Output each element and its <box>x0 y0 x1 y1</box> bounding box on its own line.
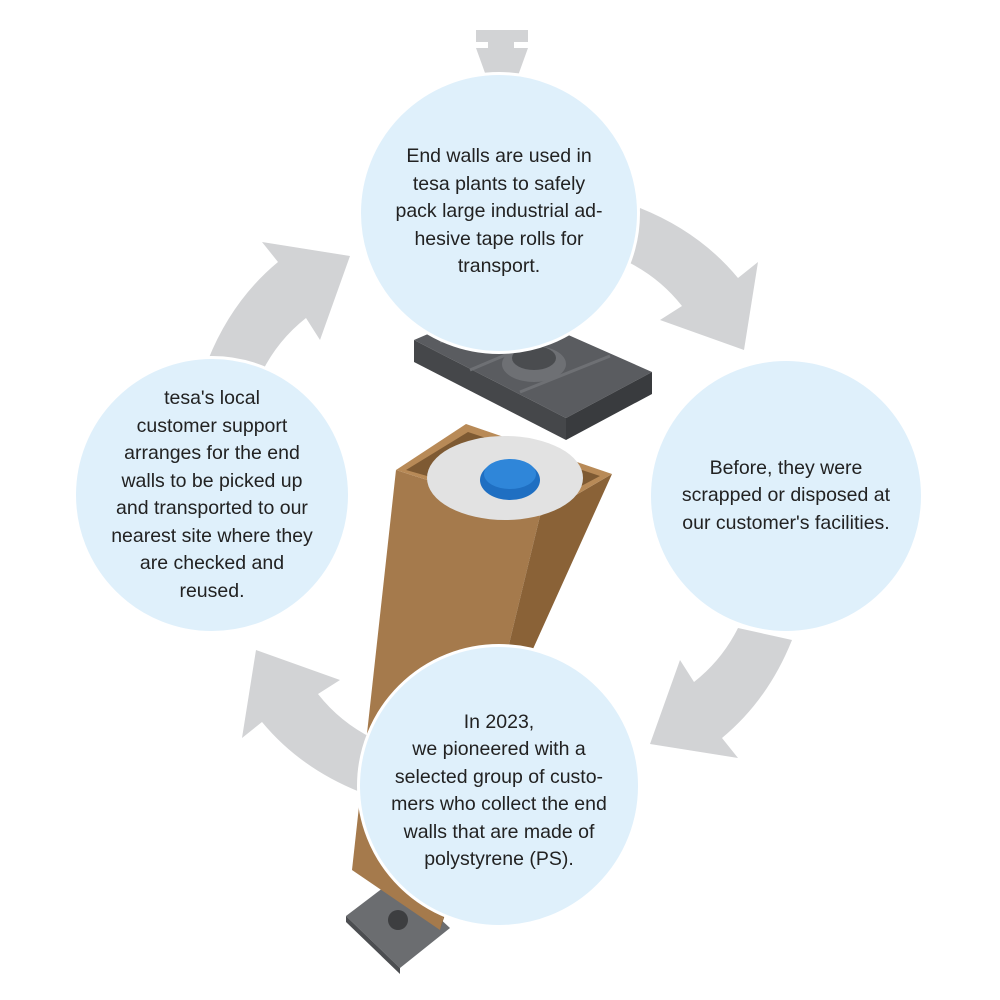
step-text-bottom: In 2023, we pioneered with a selected gr… <box>391 710 607 871</box>
cycle-arrow-icon <box>628 208 758 350</box>
step-circle-right: Before, they were scrapped or disposed a… <box>648 358 924 634</box>
step-text-left: tesa's local customer support arranges f… <box>111 387 313 602</box>
step-circle-left: tesa's local customer support arranges f… <box>73 356 351 634</box>
step-text-right: Before, they were scrapped or disposed a… <box>681 456 891 534</box>
step-circle-bottom: In 2023, we pioneered with a selected gr… <box>357 644 641 928</box>
cycle-arrow-icon <box>242 650 372 792</box>
cycle-arrow-icon <box>650 628 792 758</box>
step-text-top: End walls are used in tesa plants to saf… <box>395 145 603 278</box>
step-circle-top: End walls are used in tesa plants to saf… <box>358 72 640 354</box>
cycle-arrow-icon <box>208 242 350 372</box>
